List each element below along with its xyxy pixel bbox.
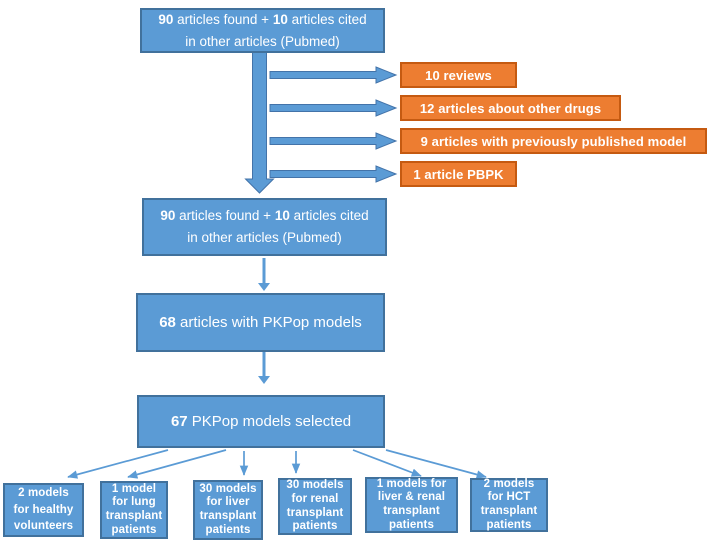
excluded-label: 1 article PBPK — [413, 166, 504, 182]
arrow-to-healthy-volunteers — [67, 449, 169, 479]
outcome-box-healthy-volunteers: 2 models for healthy volunteers — [3, 483, 84, 537]
excluded-box-pbpk: 1 article PBPK — [400, 161, 517, 187]
selected-models-label: 67 PKPop models selected — [170, 413, 352, 430]
top-articles-box: 90 articles found + 10 articles cited in… — [140, 8, 385, 53]
outcome-box-renal-transplant: 30 models for renal transplant patients — [278, 478, 352, 535]
arrow-to-published-model — [269, 132, 398, 150]
outcome-box-lung-transplant: 1 model for lung transplant patients — [100, 481, 168, 539]
outcome-box-hct-transplant: 2 models for HCT transplant patients — [470, 478, 548, 532]
arrow-top-to-second — [244, 50, 275, 194]
outcome-box-liver-transplant: 30 models for liver transplant patients — [193, 480, 263, 540]
arrow-pkpop-to-selected — [258, 352, 270, 384]
arrow-to-hct-transplant — [385, 449, 487, 479]
second-articles-box: 90 articles found + 10 articles cited in… — [142, 198, 387, 256]
pkpop-articles-label: 68 articles with PKPop models — [159, 314, 362, 331]
second-articles-line1: 90 articles found + 10 articles cited — [160, 208, 369, 224]
excluded-box-reviews: 10 reviews — [400, 62, 517, 88]
excluded-label: 12 articles about other drugs — [419, 100, 602, 116]
top-articles-line1: 90 articles found + 10 articles cited — [158, 11, 367, 27]
excluded-label: 9 articles with previously published mod… — [420, 133, 687, 149]
outcome-box-liver-renal-transplant: 1 models for liver & renal transplant pa… — [365, 477, 458, 533]
arrow-to-other-drugs — [269, 99, 398, 117]
excluded-label: 10 reviews — [425, 67, 492, 83]
arrow-to-pbpk — [269, 165, 398, 183]
arrow-second-to-pkpop — [258, 258, 270, 291]
arrow-to-lung-transplant — [127, 449, 227, 479]
arrow-to-liver-renal-transplant — [352, 449, 422, 477]
pkpop-articles-box: 68 articles with PKPop models — [136, 293, 385, 352]
selected-models-box: 67 PKPop models selected — [137, 395, 385, 448]
arrow-to-reviews — [269, 66, 398, 84]
top-articles-line2: in other articles (Pubmed) — [185, 33, 340, 49]
excluded-box-published-model: 9 articles with previously published mod… — [400, 128, 707, 154]
second-articles-line2: in other articles (Pubmed) — [187, 230, 342, 245]
excluded-box-other-drugs: 12 articles about other drugs — [400, 95, 621, 121]
